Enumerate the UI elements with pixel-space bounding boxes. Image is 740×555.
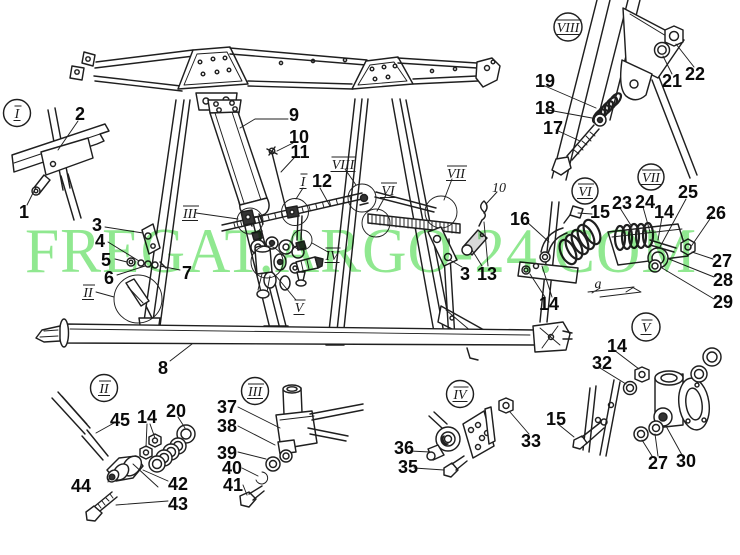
svg-text:24: 24 xyxy=(635,192,655,212)
svg-text:5: 5 xyxy=(101,250,111,270)
svg-text:20: 20 xyxy=(166,401,186,421)
svg-text:38: 38 xyxy=(217,416,237,436)
svg-text:21: 21 xyxy=(662,71,682,91)
svg-text:14: 14 xyxy=(654,202,674,222)
svg-text:14: 14 xyxy=(607,336,627,356)
svg-text:a: a xyxy=(595,277,602,292)
svg-text:3: 3 xyxy=(460,264,470,284)
svg-text:30: 30 xyxy=(676,451,696,471)
svg-text:III: III xyxy=(247,385,263,400)
svg-text:VII: VII xyxy=(642,171,661,186)
svg-text:VII: VII xyxy=(447,167,466,182)
svg-text:23: 23 xyxy=(612,193,632,213)
svg-text:13: 13 xyxy=(477,264,497,284)
svg-text:10: 10 xyxy=(289,127,309,147)
svg-text:17: 17 xyxy=(543,118,563,138)
svg-text:27: 27 xyxy=(648,453,668,473)
svg-text:39: 39 xyxy=(217,443,237,463)
svg-text:V: V xyxy=(642,321,652,336)
svg-text:27: 27 xyxy=(712,251,732,271)
svg-text:VIII: VIII xyxy=(557,21,581,36)
svg-text:11: 11 xyxy=(290,142,309,162)
svg-text:10: 10 xyxy=(492,181,506,196)
svg-text:43: 43 xyxy=(168,494,188,514)
svg-text:2: 2 xyxy=(75,104,85,124)
svg-text:8: 8 xyxy=(158,358,168,378)
svg-text:35: 35 xyxy=(398,457,418,477)
svg-text:36: 36 xyxy=(394,438,414,458)
svg-text:VI: VI xyxy=(381,184,396,199)
svg-text:16: 16 xyxy=(510,209,530,229)
svg-text:44: 44 xyxy=(71,476,91,496)
svg-text:14: 14 xyxy=(137,407,157,427)
svg-text:FREGAT.ARGO-24.COM: FREGAT.ARGO-24.COM xyxy=(25,216,697,286)
svg-text:VIII: VIII xyxy=(332,158,356,173)
svg-text:14: 14 xyxy=(539,294,559,314)
svg-text:42: 42 xyxy=(168,474,188,494)
svg-text:II: II xyxy=(82,286,94,301)
svg-text:37: 37 xyxy=(217,397,237,417)
svg-text:22: 22 xyxy=(685,64,705,84)
svg-text:45: 45 xyxy=(110,410,130,430)
svg-text:4: 4 xyxy=(95,231,105,251)
svg-text:33: 33 xyxy=(521,431,541,451)
svg-text:40: 40 xyxy=(222,458,242,478)
svg-text:6: 6 xyxy=(104,268,114,288)
svg-text:II: II xyxy=(98,382,110,397)
svg-text:15: 15 xyxy=(546,409,566,429)
svg-text:7: 7 xyxy=(182,263,192,283)
svg-text:I: I xyxy=(300,175,307,190)
svg-text:V: V xyxy=(295,301,305,316)
svg-text:18: 18 xyxy=(535,98,555,118)
svg-text:25: 25 xyxy=(678,182,698,202)
svg-text:19: 19 xyxy=(535,71,555,91)
svg-text:26: 26 xyxy=(706,203,726,223)
svg-text:3: 3 xyxy=(92,215,102,235)
svg-text:12: 12 xyxy=(312,171,332,191)
svg-text:15: 15 xyxy=(590,202,610,222)
svg-text:9: 9 xyxy=(289,105,299,125)
svg-text:VI: VI xyxy=(578,185,593,200)
svg-text:III: III xyxy=(182,207,198,222)
svg-text:41: 41 xyxy=(223,475,243,495)
svg-text:32: 32 xyxy=(592,353,612,373)
svg-text:1: 1 xyxy=(19,202,29,222)
svg-text:I: I xyxy=(14,107,21,122)
svg-text:IV: IV xyxy=(324,249,340,264)
svg-text:28: 28 xyxy=(713,270,733,290)
svg-text:IV: IV xyxy=(452,388,468,403)
svg-text:29: 29 xyxy=(713,292,733,312)
